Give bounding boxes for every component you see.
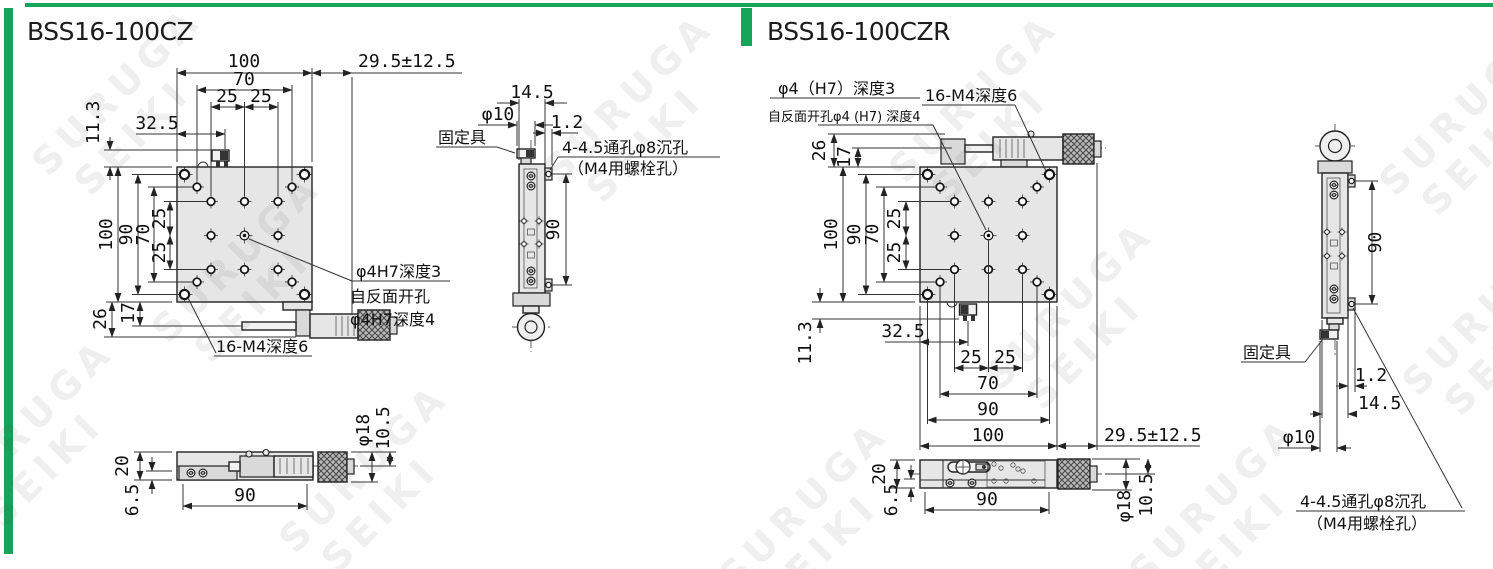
note-center-hole-1: φ4（H7）深度3 <box>778 79 895 98</box>
right-side-view <box>1315 124 1356 356</box>
side-base-bracket <box>1317 160 1353 174</box>
top-accent-rule <box>25 3 1493 7</box>
side-base-bracket <box>512 292 551 307</box>
lock-clamp <box>211 149 230 167</box>
dim-fv-65: 6.5 <box>881 484 902 517</box>
dim-fv-105: 10.5 <box>1136 473 1157 516</box>
note-thru-2: （M4用螺栓孔） <box>1307 514 1427 533</box>
note-thru-1: 4-4.5通孔φ8沉孔 <box>1300 492 1426 511</box>
dim-base-26: 26 <box>90 308 111 330</box>
right-front-dimensions: 20 6.5 90 φ18 10.5 <box>869 458 1157 523</box>
dim-side-100: 100 <box>821 218 842 251</box>
dim-side-90: 90 <box>844 224 865 246</box>
note-center-hole-1: φ4H7深度3 <box>356 262 441 281</box>
dim-fv-phi18: φ18 <box>1114 490 1135 523</box>
dim-top-70: 70 <box>233 69 255 90</box>
left-plan-dimensions: 100 29.5±12.5 70 25 25 32.5 11.3 100 90 … <box>83 51 462 357</box>
dim-travel: 29.5±12.5 <box>358 51 456 72</box>
dim-side-70: 70 <box>133 224 154 246</box>
dim-sv-90: 90 <box>543 219 564 241</box>
right-front-view <box>912 458 1105 490</box>
lock-clamp <box>958 303 978 321</box>
dim-sv-phi10: φ10 <box>482 104 515 125</box>
dim-side-25b: 25 <box>884 242 905 264</box>
left-side-view <box>512 140 553 352</box>
dim-top-17: 17 <box>834 146 855 168</box>
dim-offset-325: 32.5 <box>881 321 924 342</box>
micrometer-end-circle <box>516 312 546 342</box>
dim-bot-25a: 25 <box>960 347 982 368</box>
dim-side-90: 90 <box>116 224 137 246</box>
dim-side-25b: 25 <box>149 242 170 264</box>
micrometer-head-plan <box>234 301 402 341</box>
side-lock-clamp <box>516 148 536 165</box>
dim-fv-90: 90 <box>976 489 998 510</box>
dim-top-26: 26 <box>809 140 830 162</box>
section-divider-bar <box>741 8 752 46</box>
dim-travel: 29.5±12.5 <box>1104 425 1202 446</box>
micrometer-end-circle <box>1319 130 1351 162</box>
dim-base-17: 17 <box>118 302 139 324</box>
pin-bump <box>946 301 958 308</box>
dim-side-25a: 25 <box>884 208 905 230</box>
note-clamp: 固定具 <box>438 128 486 147</box>
dim-side-100: 100 <box>96 218 117 251</box>
front-knurled-knob <box>1057 458 1091 490</box>
dim-sv-145: 14.5 <box>510 82 553 103</box>
note-center-hole-2: 自反面开孔 <box>350 287 430 306</box>
dim-fv-20: 20 <box>869 463 890 485</box>
note-center-hole-3: φ4H7深度4 <box>350 310 435 329</box>
dim-bot-100: 100 <box>972 425 1005 446</box>
dim-fv-65: 6.5 <box>122 484 143 517</box>
dim-fv-90: 90 <box>234 485 256 506</box>
dim-sv-90: 90 <box>1365 232 1386 254</box>
side-lock-clamp <box>1319 317 1344 340</box>
dim-side-70: 70 <box>862 224 883 246</box>
dim-top-25b: 25 <box>250 86 272 107</box>
note-center-hole-2: 自反面开孔φ4 (H7) 深度4 <box>768 109 921 125</box>
right-drawing-bss16-100czr: φ4（H7）深度3 自反面开孔φ4 (H7) 深度4 16-M4深度6 26 1… <box>768 79 1465 533</box>
dim-sv-145: 14.5 <box>1358 393 1401 414</box>
right-model-title: BSS16-100CZR <box>767 17 950 46</box>
left-accent-bar <box>4 8 13 554</box>
dim-gap-113: 11.3 <box>795 321 816 364</box>
right-side-dimensions: 90 固定具 1.2 14.5 φ10 4-4.5通孔φ8沉孔 （M4用螺栓孔） <box>1241 180 1465 533</box>
dim-fv-20: 20 <box>112 455 133 477</box>
dim-side-25a: 25 <box>149 208 170 230</box>
dim-sv-12: 1.2 <box>1355 365 1388 386</box>
dim-bot-90: 90 <box>977 399 999 420</box>
pin-bump <box>197 161 209 168</box>
note-clamp: 固定具 <box>1243 343 1291 362</box>
dim-top-100: 100 <box>228 51 261 72</box>
dim-top-25a: 25 <box>216 86 238 107</box>
knurled-knob <box>1062 133 1095 165</box>
